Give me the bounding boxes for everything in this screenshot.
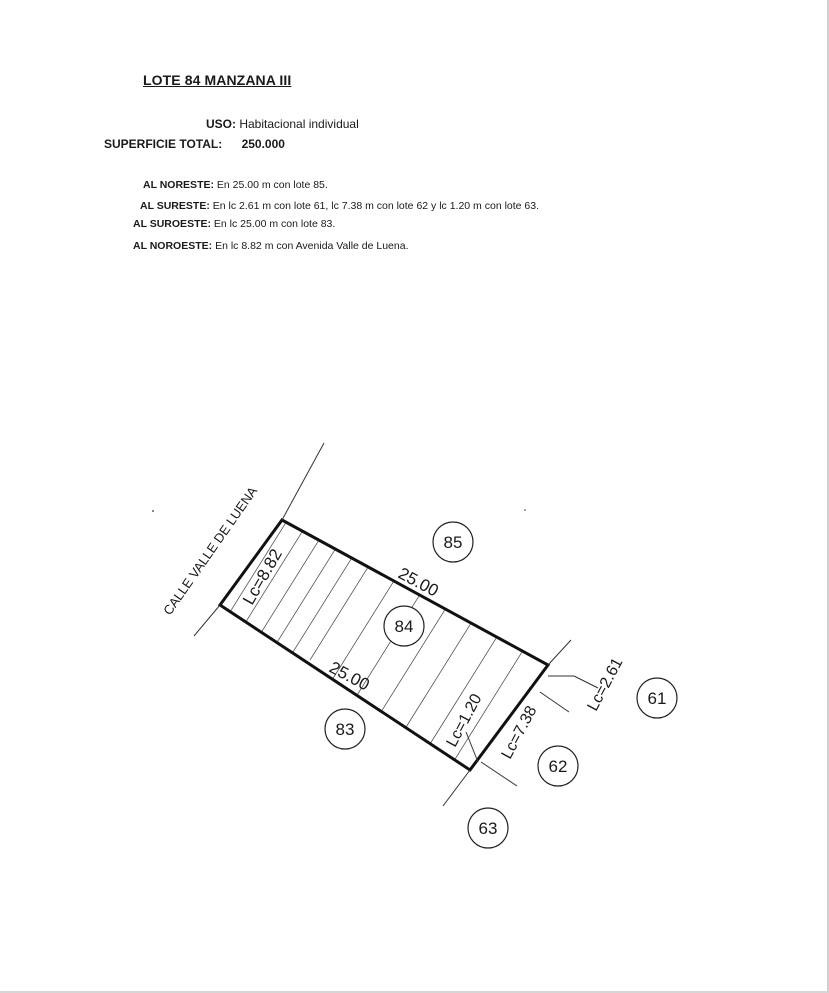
dimension-se-62: Lc=7.38: [499, 703, 541, 762]
southeast-line-upper: [547, 639, 572, 666]
lot-62-marker: 62: [537, 745, 579, 787]
lot-61-marker: 61: [636, 677, 678, 719]
speck-mark: [152, 510, 154, 512]
lot-85-label: 85: [444, 533, 463, 552]
colindancia-label: AL SURESTE:: [140, 200, 210, 212]
colindancia-text: En lc 25.00 m con lote 83.: [213, 218, 336, 230]
colindancia-label: AL SUROESTE:: [133, 218, 211, 230]
colindancia-text: En lc 2.61 m con lote 61, lc 7.38 m con …: [212, 200, 540, 212]
superficie-label: SUPERFICIE TOTAL:: [104, 137, 223, 151]
speck-mark: [524, 509, 526, 511]
lot-84-label: 84: [395, 617, 414, 636]
street-line-lower: [193, 604, 221, 637]
superficie-value: 250.000: [241, 137, 285, 151]
colindancia-noreste: AL NORESTE: En 25.00 m con lote 85.: [143, 179, 328, 191]
lot-85-marker: 85: [432, 521, 474, 563]
lot-83-label: 83: [336, 720, 355, 739]
southeast-line-lower: [442, 769, 471, 807]
uso-value: Habitacional individual: [239, 117, 359, 131]
uso-label: USO:: [206, 117, 236, 131]
dimension-nw: Lc=8.82: [239, 546, 286, 608]
superficie-row: SUPERFICIE TOTAL: 250.000: [104, 137, 285, 151]
colindancia-text: En lc 8.82 m con Avenida Valle de Luena.: [215, 240, 409, 252]
lot-62-label: 62: [549, 757, 568, 776]
lot-hatching: [220, 520, 548, 770]
lot-divider-62-upper: [539, 691, 570, 713]
street-line-upper: [281, 442, 325, 521]
lot-83-marker: 83: [324, 708, 366, 750]
leader-line-120: [465, 731, 479, 763]
leader-line-261: [573, 675, 599, 689]
colindancia-text: En 25.00 m con lote 85.: [216, 179, 328, 191]
lot-84-marker: 84: [383, 605, 425, 647]
colindancia-label: AL NOROESTE:: [133, 240, 213, 252]
lot-61-label: 61: [648, 689, 667, 708]
colindancia-sureste: AL SURESTE: En lc 2.61 m con lote 61, lc…: [140, 200, 539, 212]
lot-divider-62-lower: [480, 761, 518, 787]
colindancia-label: AL NORESTE:: [143, 179, 214, 191]
uso-row: USO: Habitacional individual: [206, 117, 359, 131]
colindancia-noroeste: AL NOROESTE: En lc 8.82 m con Avenida Va…: [133, 240, 409, 252]
lot-63-label: 63: [479, 819, 498, 838]
lot-63-marker: 63: [467, 807, 509, 849]
colindancia-suroeste: AL SUROESTE: En lc 25.00 m con lote 83.: [133, 218, 335, 230]
document-title: LOTE 84 MANZANA III: [143, 72, 292, 88]
